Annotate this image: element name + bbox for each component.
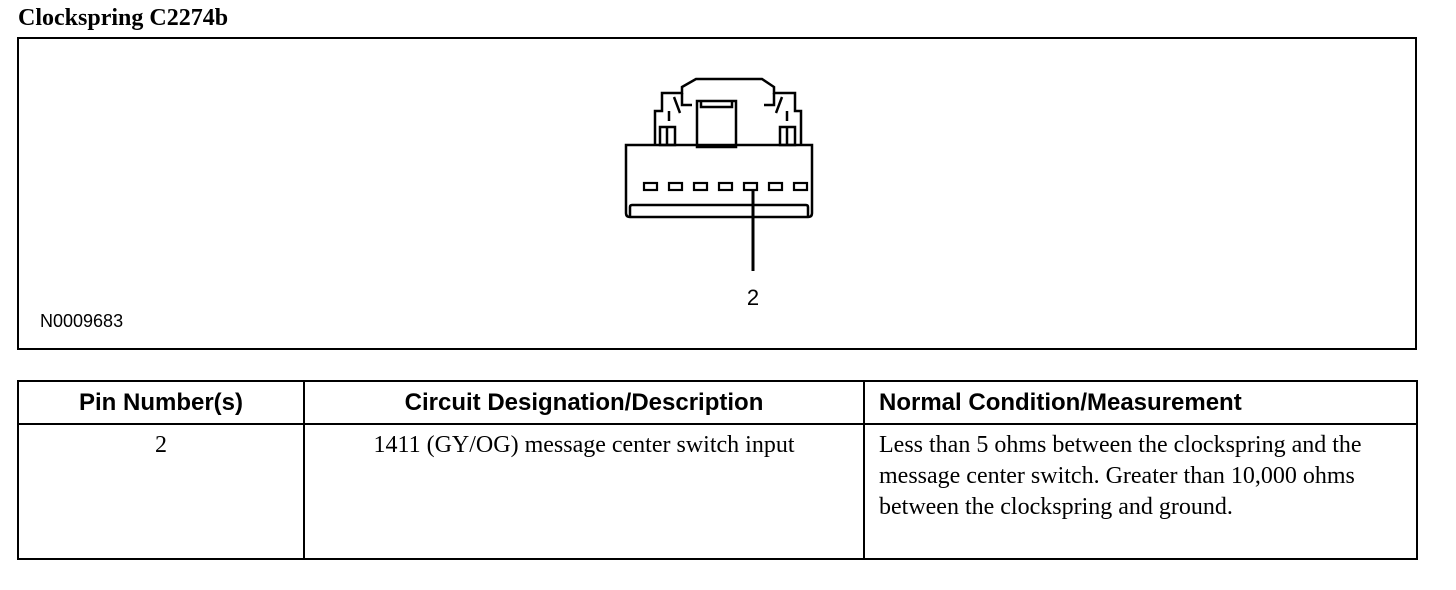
- connector-figure: 2 N0009683: [17, 37, 1417, 350]
- cell-circuit: 1411 (GY/OG) message center switch input: [303, 423, 865, 560]
- table-row: 2 1411 (GY/OG) message center switch inp…: [17, 423, 1418, 560]
- pin-cavity: [792, 181, 809, 192]
- pin-cavities: [642, 181, 809, 192]
- header-pin-number: Pin Number(s): [17, 380, 305, 425]
- pin-callout-label: 2: [746, 285, 760, 310]
- pin-cavity: [692, 181, 709, 192]
- cell-measurement: Less than 5 ohms between the clockspring…: [863, 423, 1418, 560]
- table-header-row: Pin Number(s) Circuit Designation/Descri…: [17, 380, 1418, 425]
- pin-cavity: [642, 181, 659, 192]
- figure-id: N0009683: [40, 311, 124, 331]
- pin-cavity: [742, 181, 759, 192]
- header-measurement: Normal Condition/Measurement: [863, 380, 1418, 425]
- connector-body: [624, 143, 814, 219]
- pin-cavity: [767, 181, 784, 192]
- pin-cavity: [667, 181, 684, 192]
- connector-latch: [653, 77, 803, 149]
- cell-pin: 2: [17, 423, 305, 560]
- pin-table: Pin Number(s) Circuit Designation/Descri…: [17, 380, 1418, 560]
- header-circuit: Circuit Designation/Description: [303, 380, 865, 425]
- page-title: Clockspring C2274b: [18, 5, 229, 31]
- pin-cavity: [717, 181, 734, 192]
- connector-face-diagram: [624, 77, 814, 271]
